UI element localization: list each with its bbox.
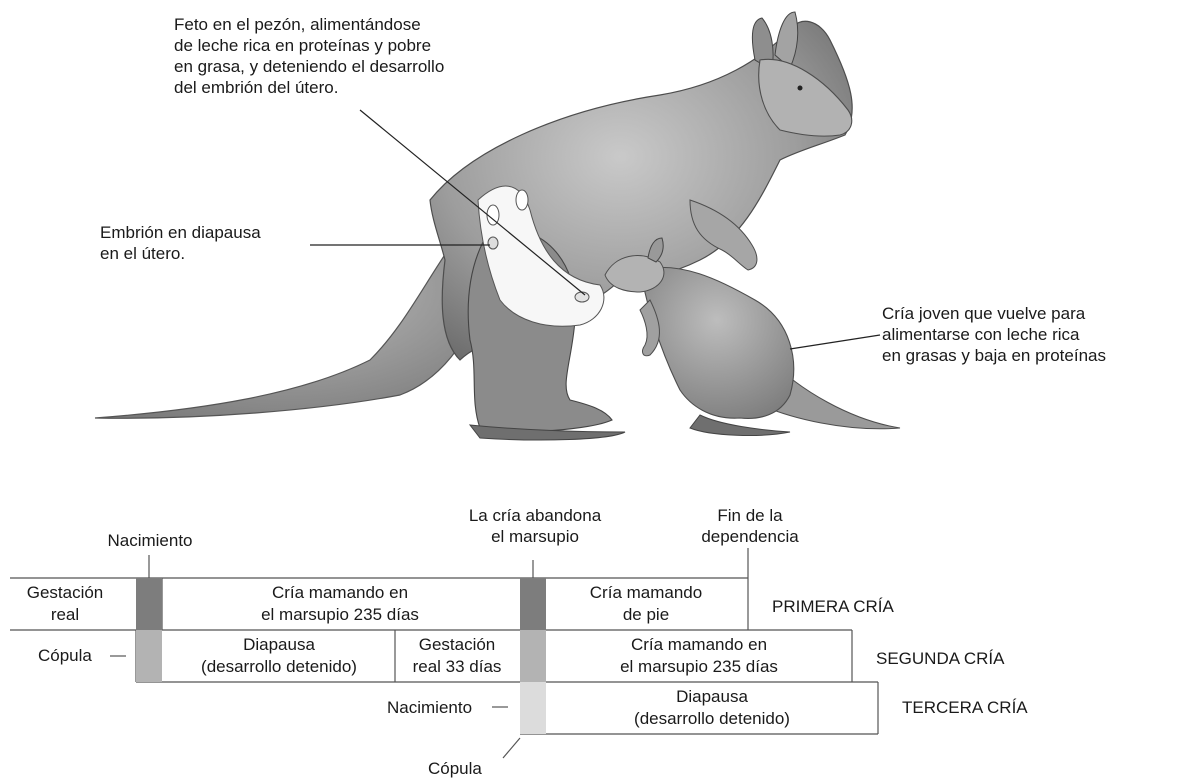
fetus-on-teat — [575, 292, 589, 302]
row3-cell-1: Diapausa (desarrollo detenido) — [548, 686, 876, 730]
row2-label: SEGUNDA CRÍA — [876, 648, 1004, 669]
row1-label: PRIMERA CRÍA — [772, 596, 894, 617]
uterus-left — [487, 205, 499, 225]
callout-fetus-text: Feto en el pezón, alimentándose de leche… — [174, 14, 444, 98]
row2-cell-3: Cría mamando en el marsupio 235 días — [548, 634, 850, 678]
embryo-diapause — [488, 237, 498, 249]
row1-cell-3: Cría mamando de pie — [548, 582, 744, 626]
kangaroo-eye — [798, 86, 803, 91]
bar-copula-row2 — [136, 630, 162, 682]
row3-label: TERCERA CRÍA — [902, 697, 1028, 718]
marker-copula-bottom-label: Cópula — [428, 758, 482, 779]
copula-tick-bottom — [503, 738, 520, 758]
row2-side-copula: Cópula — [38, 645, 92, 666]
row2-cell-2: Gestación real 33 días — [396, 634, 518, 678]
bar-leaves-pouch-row1 — [520, 578, 546, 630]
bar-copula-row3 — [520, 682, 546, 734]
marker-end-dependence-label: Fin de la dependencia — [670, 505, 830, 547]
row2-cell-1: Diapausa (desarrollo detenido) — [165, 634, 393, 678]
joey-body — [640, 267, 794, 418]
row1-cell-1: Gestación real — [10, 582, 120, 626]
bar-birth-row2 — [520, 630, 546, 682]
callout-embryo-text: Embrión en diapausa en el útero. — [100, 222, 261, 264]
uterus-right — [516, 190, 528, 210]
bar-birth-row1 — [136, 578, 162, 630]
callout-line-joey — [790, 335, 880, 349]
marker-leaves-pouch-label: La cría abandona el marsupio — [440, 505, 630, 547]
marker-birth-top-label: Nacimiento — [90, 530, 210, 551]
callout-joey-text: Cría joven que vuelve para alimentarse c… — [882, 303, 1106, 366]
row3-side-birth: Nacimiento — [387, 697, 472, 718]
row1-cell-2: Cría mamando en el marsupio 235 días — [170, 582, 510, 626]
